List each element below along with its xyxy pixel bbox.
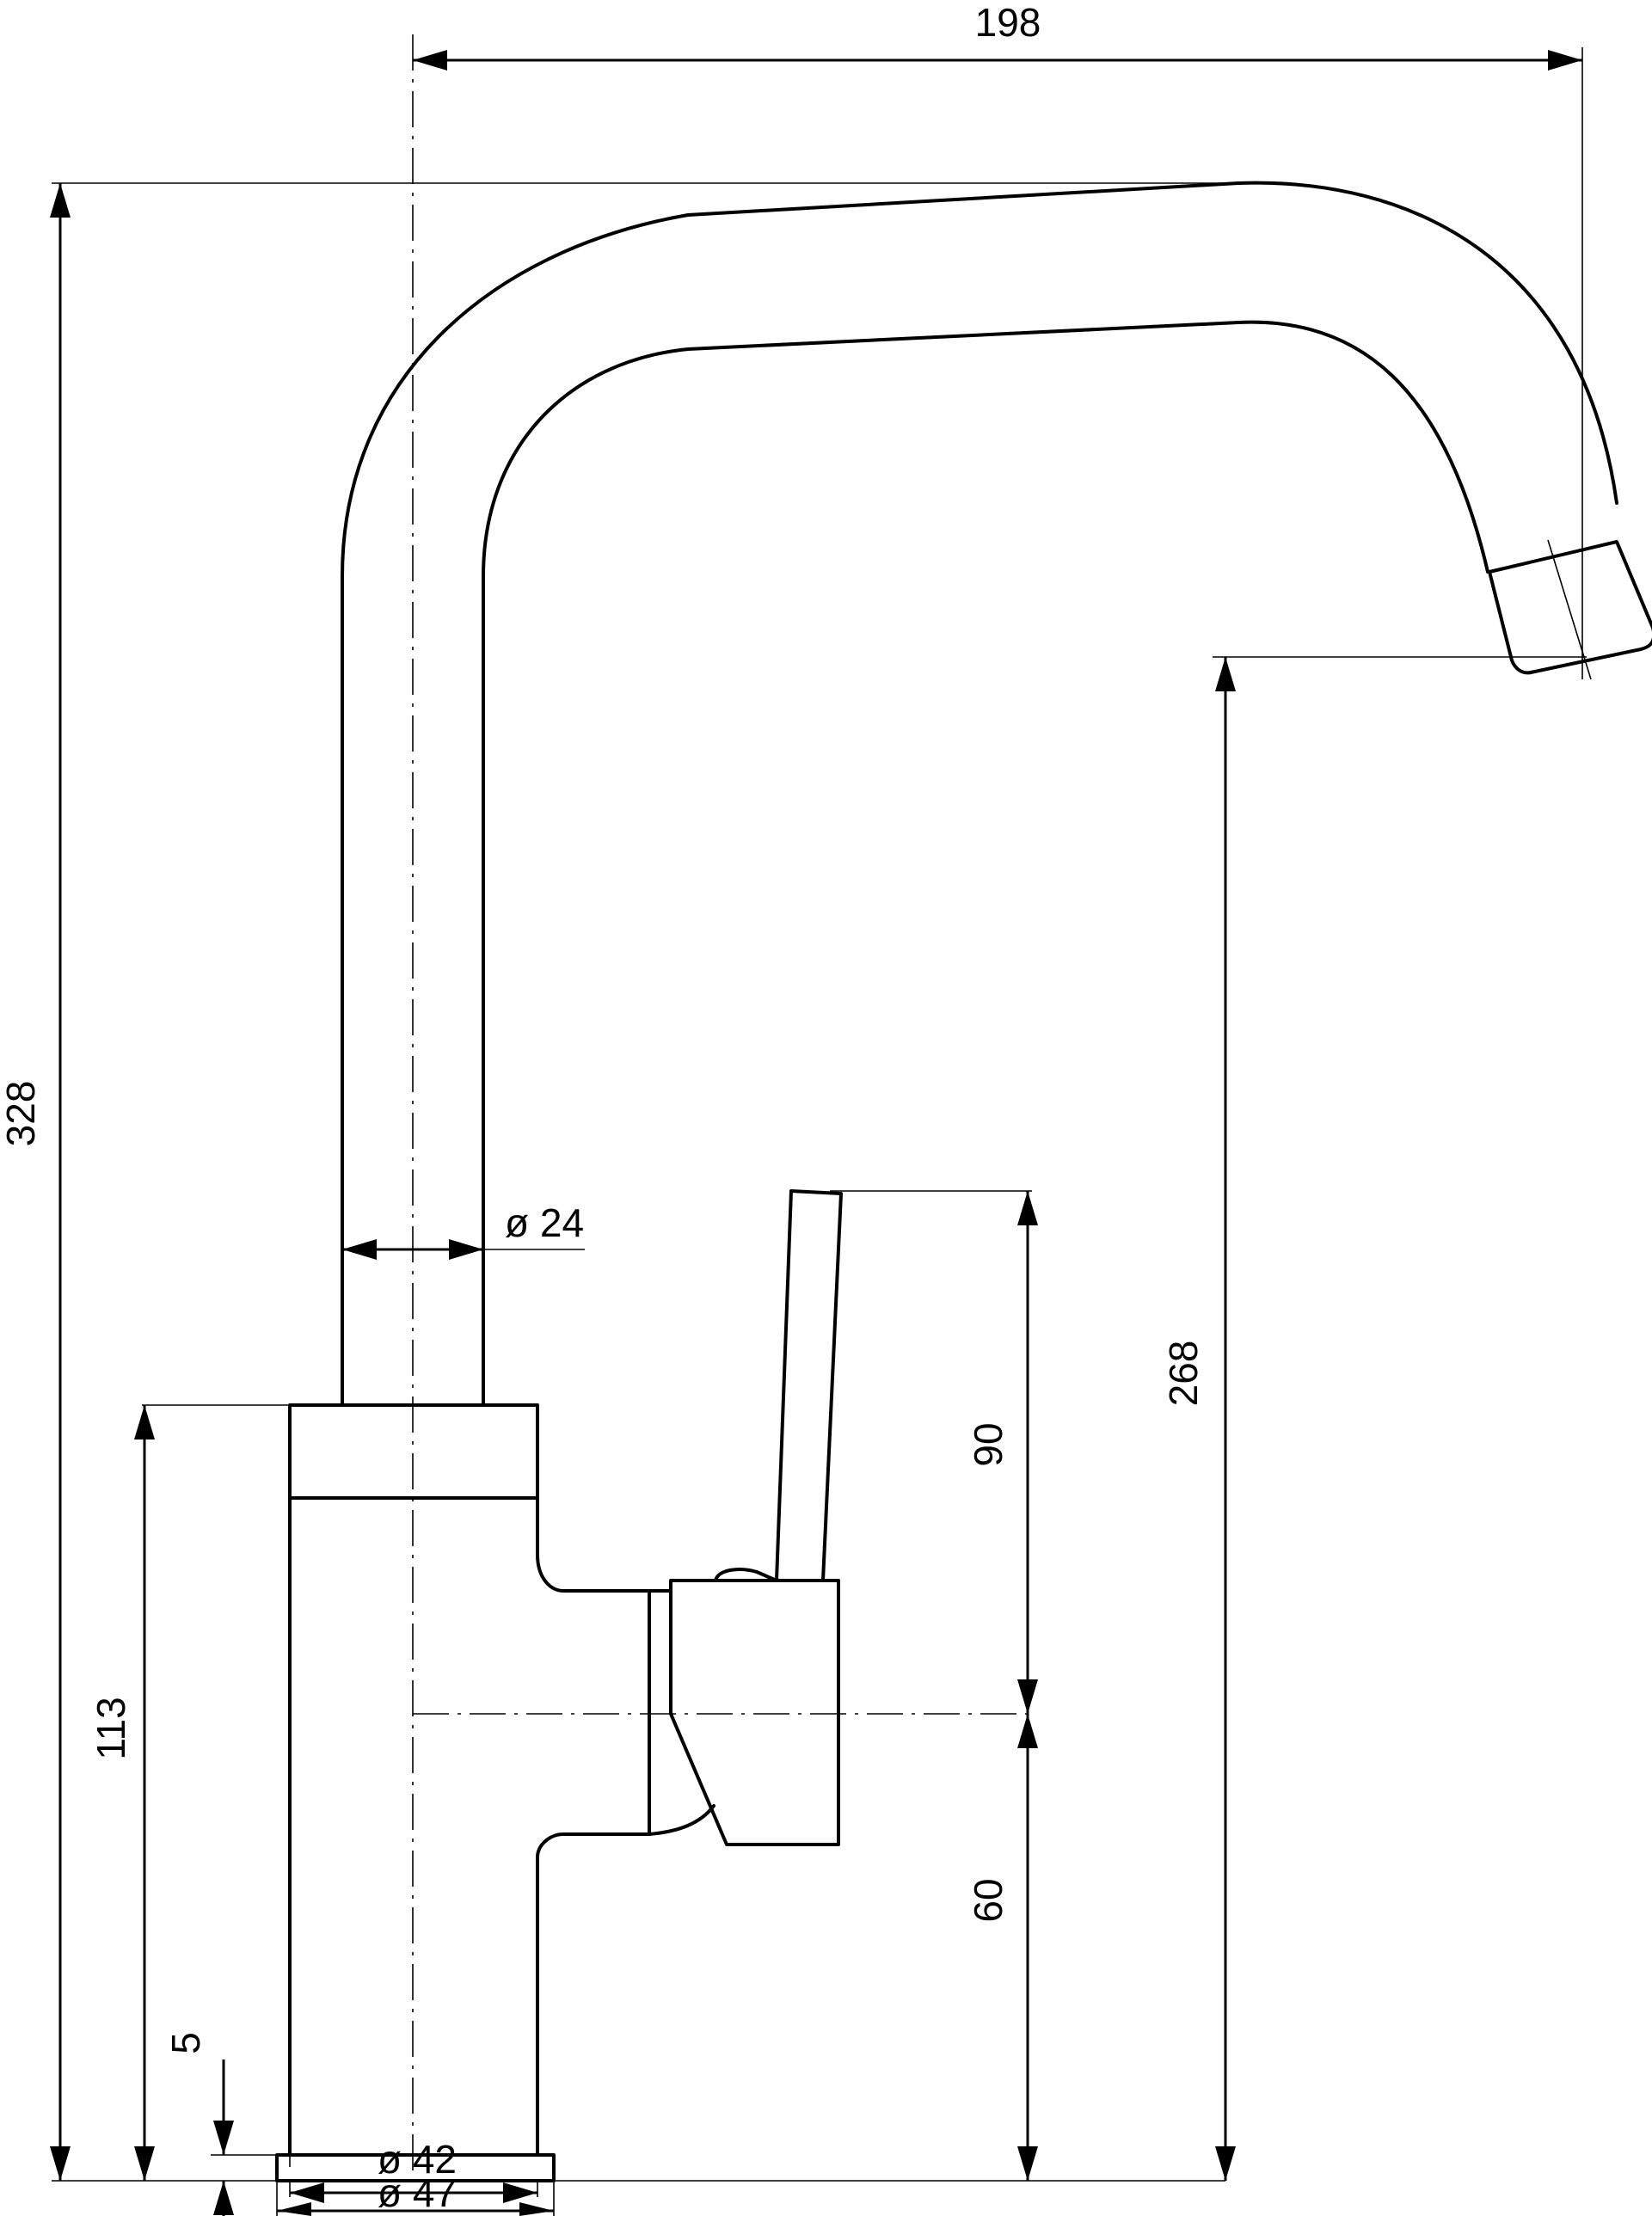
body-main	[288, 1496, 651, 2157]
arrow-268-bottom	[1215, 2146, 1236, 2181]
center-lines	[412, 34, 1032, 2176]
arrow-d47-left	[277, 2202, 311, 2216]
arrow-d24-left	[342, 1239, 377, 1260]
dimension-labels: 198 328 268 ø 24 90 60 113 5 ø 42 ø 47	[0, 0, 1206, 2215]
label-5: 5	[163, 2032, 208, 2054]
label-268: 268	[1161, 1341, 1206, 1407]
lever-handle-cap	[714, 1568, 778, 1582]
faucet-outline	[275, 181, 1652, 2182]
arrow-d24-right	[449, 1239, 483, 1260]
label-60: 60	[966, 1878, 1010, 1922]
arrow-113-top	[134, 1405, 155, 1439]
lever-handle-block	[669, 1579, 840, 1846]
label-d42: ø 42	[378, 2137, 457, 2182]
arrow-5-bottom	[213, 2181, 234, 2215]
body-top-block	[288, 1403, 539, 1500]
arrow-d47-right	[519, 2202, 554, 2216]
label-90: 90	[966, 1422, 1010, 1466]
arrow-d42-right	[503, 2182, 537, 2203]
arrow-113-bottom	[134, 2146, 155, 2181]
arrow-d42-left	[290, 2182, 324, 2203]
arrow-328-top	[50, 183, 71, 218]
arrow-60-bottom	[1017, 2146, 1038, 2181]
lever-arm	[775, 1189, 843, 1582]
label-198: 198	[975, 0, 1041, 45]
arrow-198-right	[1548, 50, 1582, 71]
spout-inner-contour	[482, 320, 1489, 1405]
label-113: 113	[89, 1697, 133, 1759]
arrow-268-top	[1215, 657, 1236, 691]
spout-outer-contour	[341, 181, 1618, 1405]
spout-nozzle	[1488, 540, 1652, 675]
nozzle-axis-line	[1547, 539, 1592, 680]
arrow-328-bottom	[50, 2146, 71, 2181]
arrow-90-bottom	[1017, 1679, 1038, 1714]
label-d47: ø 47	[378, 2170, 457, 2215]
dimension-lines	[50, 50, 1582, 2216]
arrow-90-top	[1017, 1191, 1038, 1225]
arrow-198-left	[413, 50, 447, 71]
arrow-60-top	[1017, 1714, 1038, 1748]
extension-lines	[52, 47, 1587, 2216]
cartridge-collar	[648, 1589, 715, 1836]
label-d24: ø 24	[505, 1200, 584, 1245]
arrow-5-top	[213, 2121, 234, 2155]
label-328: 328	[0, 1081, 43, 1147]
